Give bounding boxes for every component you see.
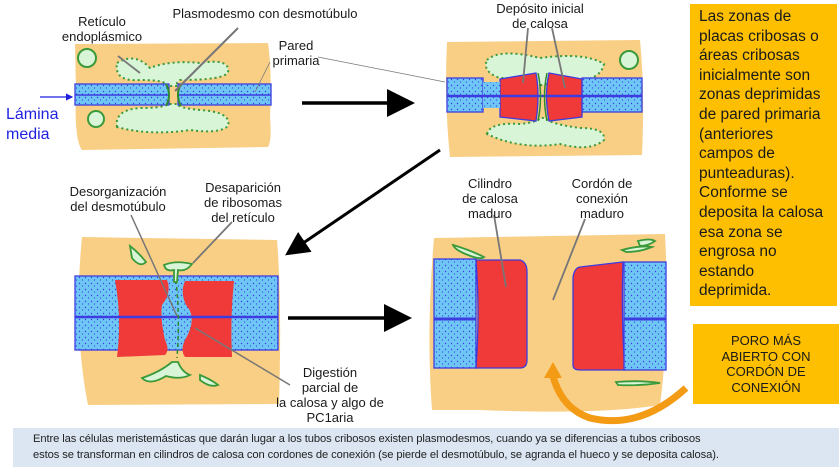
- flow-arrow-2-to-3: [285, 148, 441, 256]
- label-cordon-conexion: Cordón de conexión maduro: [571, 176, 633, 221]
- label-desaparicion: Desaparición de ribosomas del retículo: [203, 180, 283, 225]
- label-lamina-media: Lámina media: [6, 106, 59, 143]
- side-note: Las zonas de placas cribosas o áreas cri…: [690, 4, 837, 306]
- callose-left: [115, 280, 169, 357]
- reticulum-lower: [115, 103, 230, 134]
- panel-stage-2: [446, 27, 644, 157]
- callose-cylinder-left: [475, 259, 528, 369]
- curved-arrow: [548, 371, 689, 425]
- curved-arrow-head: [544, 362, 562, 378]
- label-desorganizacion: Desorganización del desmotúbulo: [69, 184, 167, 214]
- panel-stage-3: [74, 214, 291, 405]
- callose-cylinder-right: [572, 261, 626, 371]
- panel-stage-1: [40, 27, 446, 150]
- vesicle: [87, 110, 105, 128]
- disorganized-desmotubule: [175, 279, 180, 359]
- label-deposito-calosa: Depósito inicial de calosa: [496, 1, 584, 31]
- label-plasmodesmo: Plasmodesmo con desmotúbulo: [172, 6, 358, 21]
- caption-line-1: Entre las células meristemásticas que da…: [33, 433, 701, 445]
- poro-callout: PORO MÁS ABIERTO CON CORDÓN DE CONEXIÓN: [693, 324, 839, 404]
- caption: Entre las células meristemásticas que da…: [13, 428, 839, 467]
- panel-stage-4: [429, 214, 689, 425]
- callose-right: [182, 281, 234, 357]
- label-pared-primaria: Pared primaria: [272, 38, 320, 68]
- vesicle: [77, 48, 97, 68]
- caption-line-2: estos se transforman en cilindros de cal…: [33, 448, 719, 461]
- label-reticulo-endoplasmico: Retículo endoplásmico: [61, 14, 143, 44]
- label-digestion: Digestión parcial de la calosa y algo de…: [276, 365, 384, 425]
- label-cilindro-calosa: Cilindro de calosa maduro: [462, 176, 518, 221]
